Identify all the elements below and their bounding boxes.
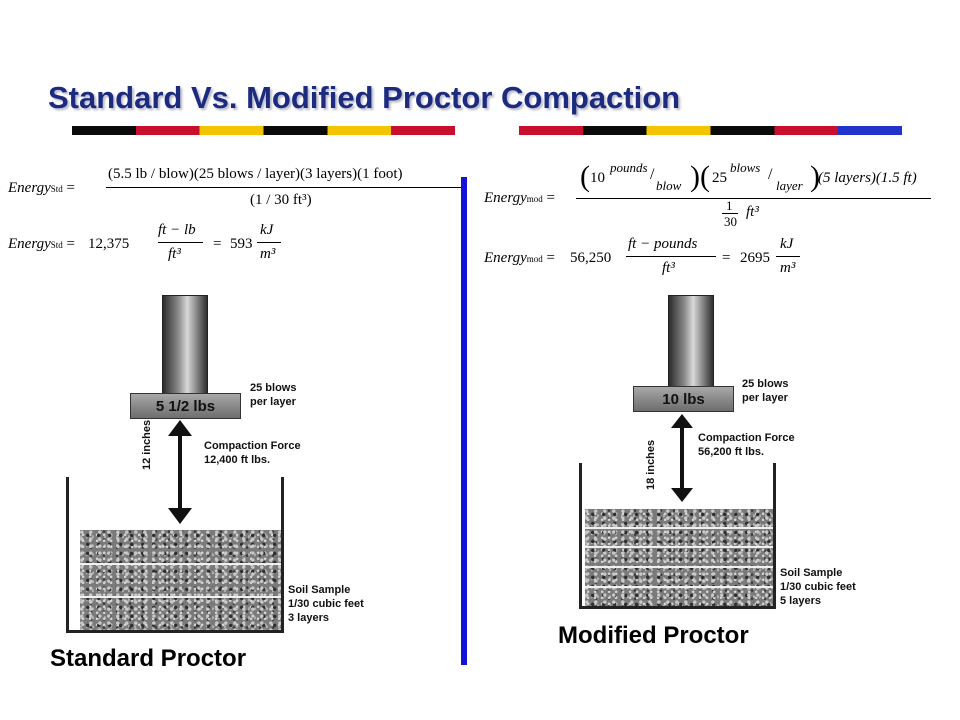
std-mold-left-wall (66, 477, 69, 632)
std-eq2-den-1: ft³ (168, 246, 181, 262)
std-soil-line-3: 3 layers (288, 612, 329, 624)
mod-compaction-force-label: Compaction Force 56,200 ft lbs. (698, 431, 795, 459)
std-eq2-num-2: kJ (260, 222, 274, 238)
mod-soil-sample (585, 509, 773, 606)
mod-eq1-den-bot: 30 (724, 214, 737, 229)
std-eq2-value-2: 593 (230, 236, 253, 252)
slide-title: Standard Vs. Modified Proctor Compaction (48, 80, 681, 115)
std-rammer-weight-label: 5 1/2 lbs (155, 397, 216, 415)
mod-soil-line-1: Soil Sample (780, 567, 843, 579)
std-layer-divider (80, 563, 281, 565)
std-eq1-fraction-bar (106, 187, 461, 188)
mod-force-line-1: Compaction Force (698, 432, 795, 444)
std-eq1-numerator: (5.5 lb / blow)(25 blows / layer)(3 laye… (108, 166, 403, 182)
mod-eq2-value-2: 2695 (740, 250, 770, 266)
std-eq2-num-1: ft − lb (158, 222, 196, 238)
std-eq2-sub: Std (50, 240, 63, 250)
mod-eq2-num-2: kJ (780, 236, 794, 252)
mod-eq2-lhs: Energy (484, 250, 527, 266)
mod-layer-divider (585, 527, 773, 529)
mod-eq1-lhs: Energy (484, 190, 527, 206)
std-force-line-1: Compaction Force (204, 440, 301, 452)
mod-eq1-a: 10 (590, 170, 605, 186)
mod-eq1-den-top: 1 (726, 198, 733, 213)
std-eq2-bar-2 (257, 242, 281, 243)
std-eq1-denominator: (1 / 30 ft³) (250, 192, 312, 208)
std-soil-line-2: 1/30 cubic feet (288, 598, 364, 610)
mod-eq2-den-2: m³ (780, 260, 796, 276)
mod-drop-arrow (671, 414, 693, 502)
mod-blows-label: 25 blows per layer (742, 377, 788, 405)
std-rammer-shaft (162, 295, 208, 397)
std-force-line-2: 12,400 ft lbs. (204, 454, 271, 466)
std-soil-sample (80, 530, 281, 630)
mod-drop-height-label: 18 inches (645, 439, 657, 490)
mod-eq2-bar-2 (776, 256, 800, 257)
mod-mold-left-wall (579, 463, 582, 608)
std-blows-line-2: per layer (250, 396, 296, 408)
std-eq2-bar-1 (158, 242, 203, 243)
std-eq2-lhs: Energy (8, 236, 51, 252)
mod-blows-line-2: per layer (742, 392, 788, 404)
std-rammer-head: 5 1/2 lbs (130, 393, 241, 419)
std-layer-divider (80, 596, 281, 598)
mod-layer-divider (585, 566, 773, 568)
mod-eq2-den-1: ft³ (662, 260, 675, 276)
mod-mold-right-wall (773, 463, 776, 608)
mod-rammer-shaft (668, 295, 714, 387)
std-eq2-value-1: 12,375 (88, 236, 130, 252)
mod-blows-line-1: 25 blows (742, 378, 789, 390)
std-eq1-sub: Std (50, 184, 63, 194)
mod-eq2-bar-1 (626, 256, 716, 257)
mod-force-line-2: 56,200 ft lbs. (698, 446, 765, 458)
mod-eq1-b: 25 (712, 170, 727, 186)
mod-eq1-fraction-bar (576, 198, 931, 199)
mod-soil-line-3: 5 layers (780, 595, 821, 607)
std-eq1-lhs: Energy (8, 180, 51, 196)
mod-caption: Modified Proctor (558, 622, 749, 649)
mod-eq2-value-1: 56,250 (570, 250, 612, 266)
mod-eq1-b-bot: layer (776, 178, 803, 193)
title-stripe (72, 126, 902, 135)
mod-rammer-head: 10 lbs (633, 386, 734, 412)
std-blows-label: 25 blows per layer (250, 381, 296, 409)
mod-energy-equation-1: Energymod = ( 10 pounds / blow )( 25 blo… (484, 160, 944, 232)
mod-soil-line-2: 1/30 cubic feet (780, 581, 856, 593)
mod-soil-sample-label: Soil Sample 1/30 cubic feet 5 layers (780, 566, 856, 608)
std-compaction-force-label: Compaction Force 12,400 ft lbs. (204, 439, 301, 467)
std-mold-right-wall (281, 477, 284, 632)
std-mold-base (66, 630, 284, 633)
std-blows-line-1: 25 blows (250, 382, 297, 394)
std-drop-arrow (168, 420, 192, 524)
std-drop-height-label: 12 inches (141, 419, 153, 470)
std-eq2-den-2: m³ (260, 246, 276, 262)
mod-eq1-a-top: pounds (610, 160, 648, 175)
std-energy-equation-1: EnergyStd = (5.5 lb / blow)(25 blows / l… (8, 166, 463, 222)
mod-eq2-sub: mod (526, 254, 543, 264)
mod-eq1-sub: mod (526, 194, 543, 204)
mod-eq1-den-unit: ft³ (746, 204, 759, 220)
std-energy-equation-2: EnergyStd = 12,375 ft − lb ft³ = 593 kJ … (8, 222, 308, 272)
mod-rammer-weight-label: 10 lbs (662, 390, 705, 408)
mod-eq1-a-bot: blow (656, 178, 682, 193)
mod-eq1-b-top: blows (730, 160, 761, 175)
mod-eq2-num-1: ft − pounds (628, 236, 698, 252)
mod-layer-divider (585, 546, 773, 548)
mod-energy-equation-2: Energymod = 56,250 ft − pounds ft³ = 269… (484, 236, 814, 286)
mod-eq1-c: (5 layers)(1.5 ft) (818, 170, 917, 186)
std-soil-sample-label: Soil Sample 1/30 cubic feet 3 layers (288, 583, 364, 625)
center-divider (461, 177, 467, 665)
std-soil-line-1: Soil Sample (288, 584, 351, 596)
std-caption: Standard Proctor (50, 645, 247, 672)
mod-mold-base (579, 606, 776, 609)
mod-layer-divider (585, 586, 773, 588)
